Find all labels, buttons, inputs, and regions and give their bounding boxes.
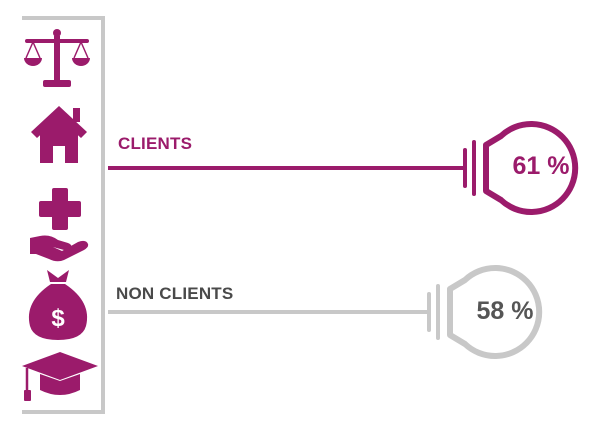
money-bag-icon: $ (28, 270, 88, 340)
health-cross-icon (39, 188, 81, 230)
svg-text:$: $ (51, 305, 65, 332)
giving-hand-icon (30, 235, 89, 262)
non-clients-percentage: 58 % (476, 297, 534, 325)
clients-label: CLIENTS (118, 134, 193, 153)
scales-of-justice-icon (24, 29, 90, 87)
non-clients-label: NON CLIENTS (116, 284, 234, 303)
sidebar-frame (22, 16, 105, 414)
non-clients-bulb (427, 265, 543, 359)
clients-percentage: 61 % (512, 152, 570, 180)
house-icon (31, 106, 87, 163)
clients-bulb (463, 121, 579, 215)
graduation-cap-icon (22, 352, 98, 401)
